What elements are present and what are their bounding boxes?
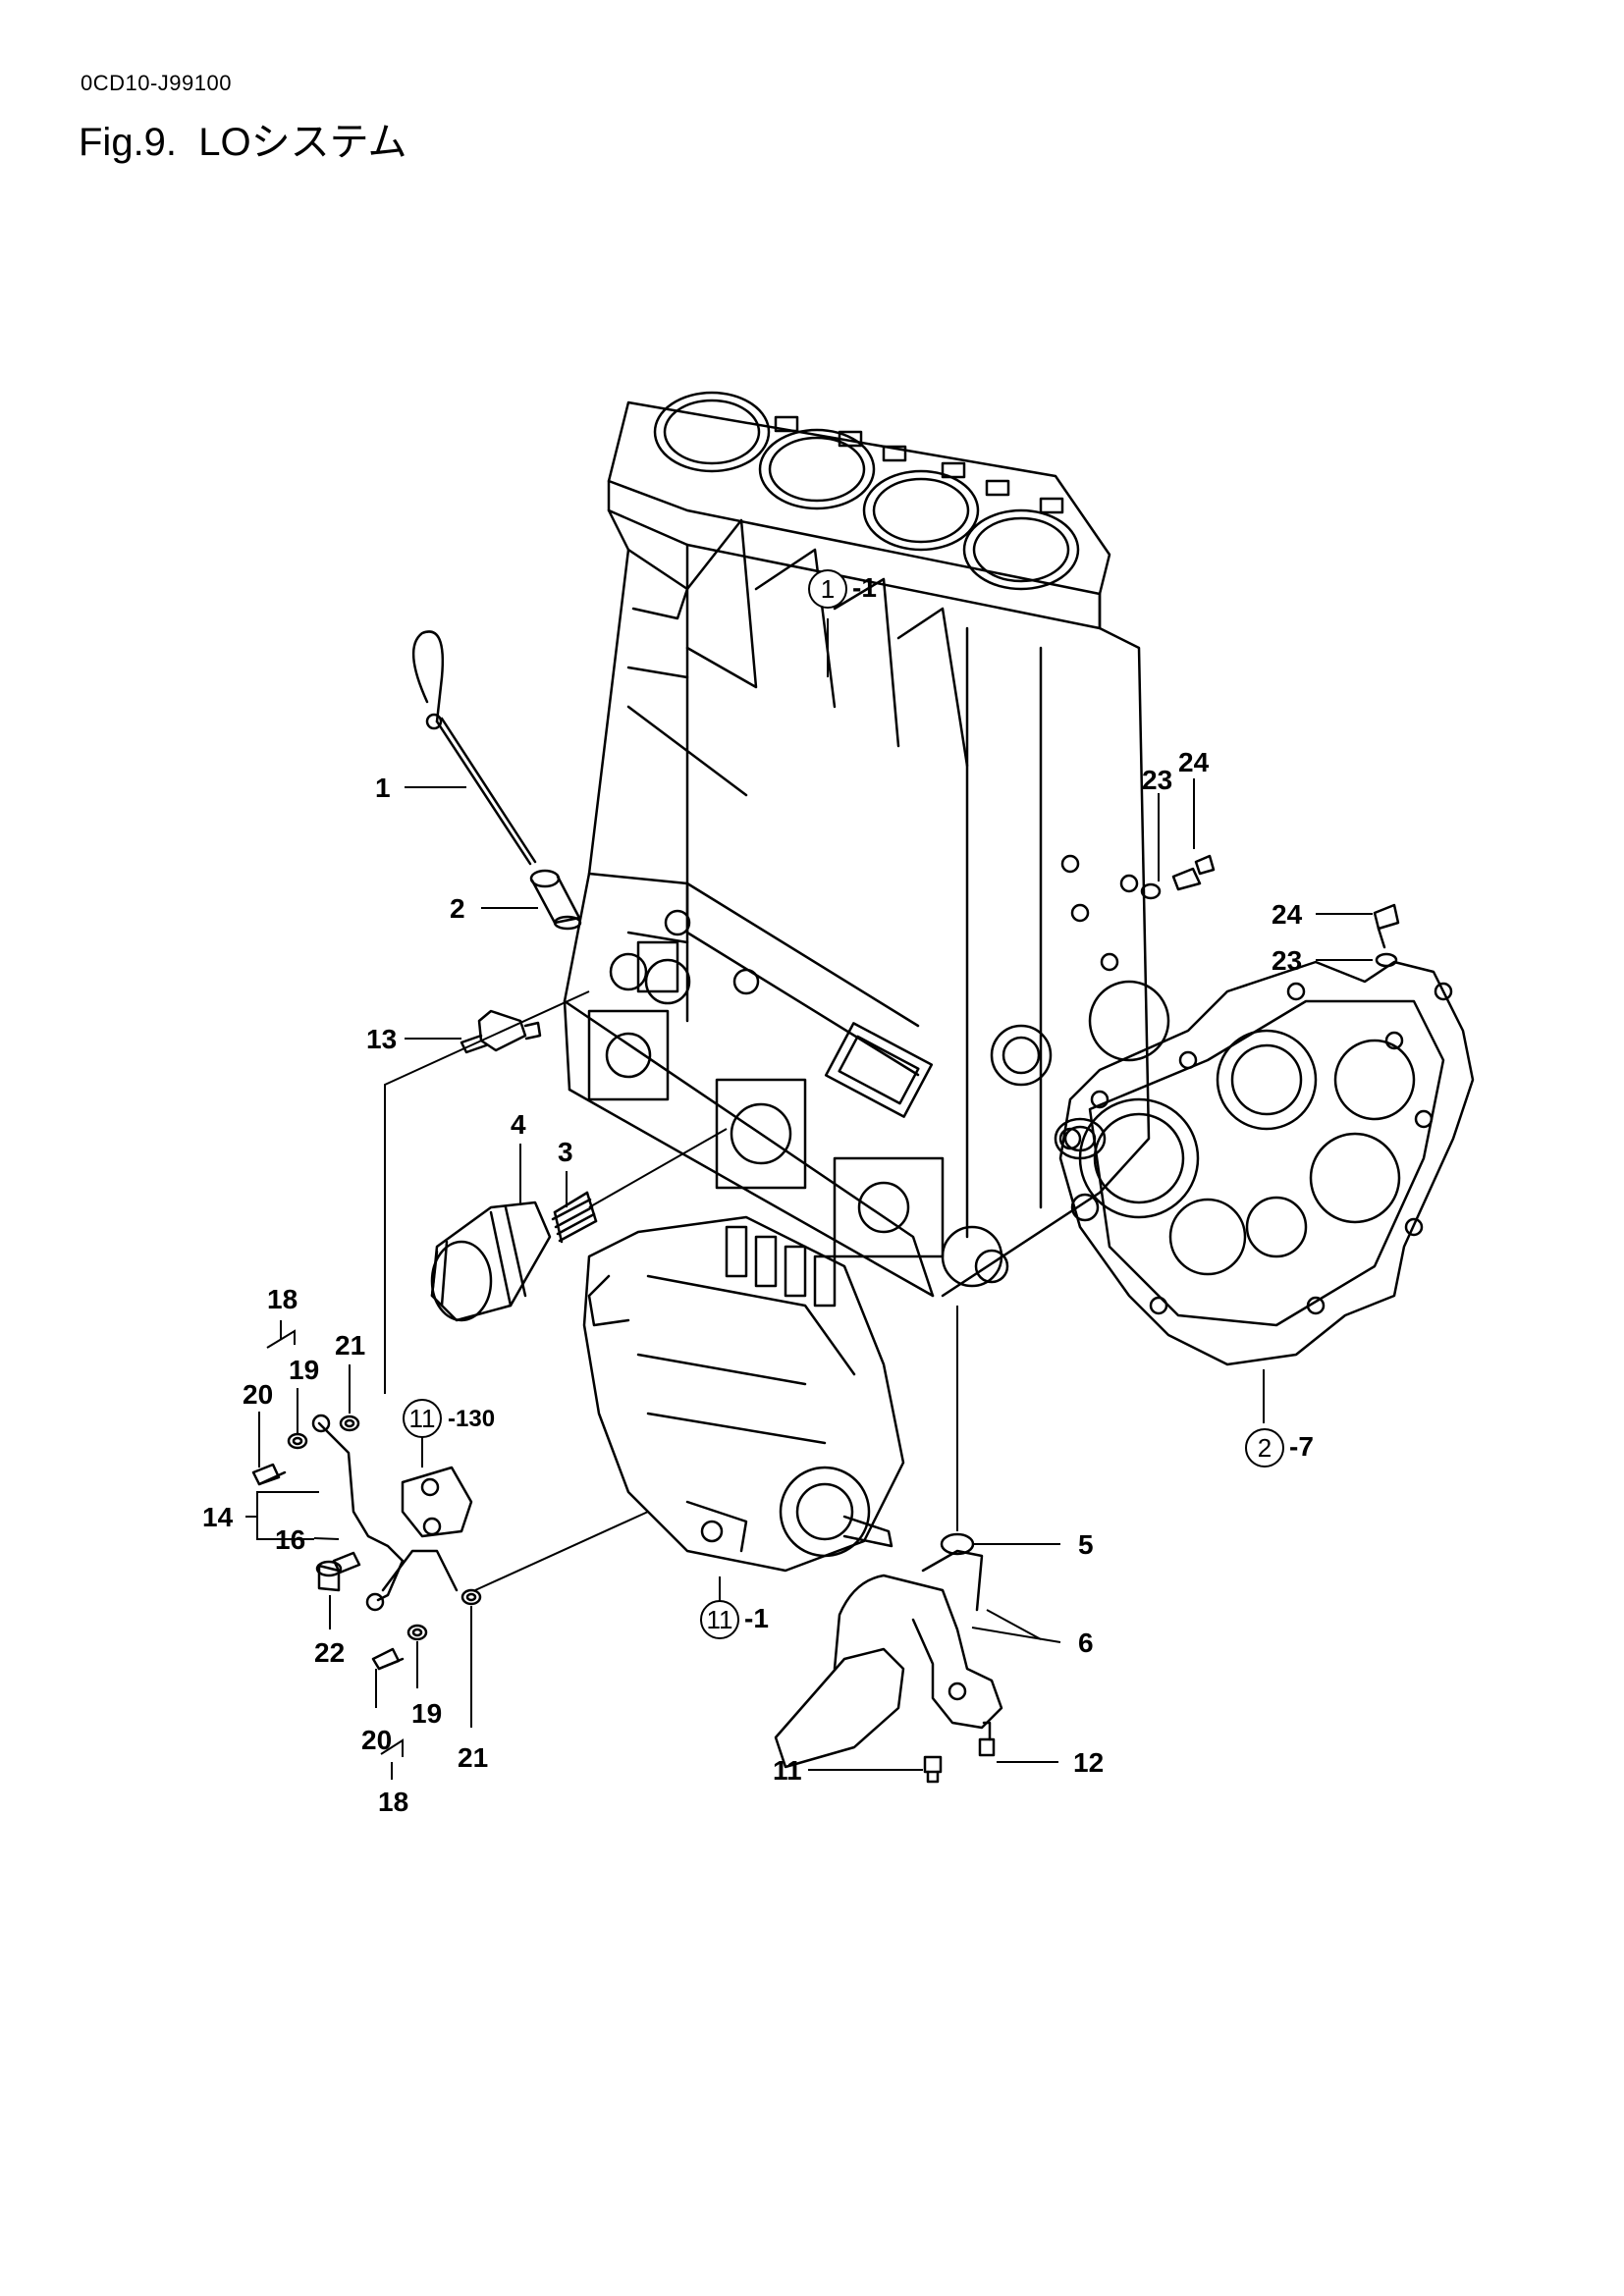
callout-19-top: 19 [289,1355,319,1385]
callout-14: 14 [202,1502,234,1532]
callout-ref-pump-suffix: -1 [744,1603,769,1633]
callout-18-bottom: 18 [378,1787,408,1817]
figure-number: Fig.9. [79,121,178,164]
figure-title: Fig.9. LOシステム [79,110,406,167]
callout-ref-block-circle: 1 [821,574,835,604]
callout-18-top: 18 [267,1284,298,1314]
gear-case-drawing [1054,960,1475,1366]
oil-pipe-drawing [311,1414,459,1612]
callout-4: 4 [511,1109,526,1140]
callout-12: 12 [1073,1747,1104,1778]
callout-ref-gear-case-suffix: -7 [1289,1431,1314,1462]
figure-title-text: LOシステム [198,121,407,164]
callout-20-top: 20 [243,1379,273,1410]
callout-5: 5 [1078,1529,1094,1560]
callout-11: 11 [773,1755,802,1786]
leader-lines [245,618,1373,1780]
callout-1: 1 [375,773,391,803]
callout-ref-bracket-suffix: -130 [448,1406,495,1432]
callout-2: 2 [450,893,465,924]
callout-23-right: 23 [1272,945,1302,976]
callout-23-upper: 23 [1142,765,1172,795]
right-fasteners-drawing [1140,854,1400,968]
dipstick-guide-drawing [529,869,582,931]
pump-bracket-drawing [401,1466,473,1538]
callout-ref-bracket-circle: 11 [409,1404,436,1433]
callout-6: 6 [1078,1628,1094,1658]
oil-filter-drawing [430,1201,552,1322]
strainer-bolts-drawing [923,1721,996,1784]
dipstick-drawing [411,630,537,866]
callout-22: 22 [314,1637,345,1668]
callout-13: 13 [366,1024,397,1054]
injection-pump-drawing [582,1215,905,1573]
callout-ref-block-suffix: -1 [852,572,877,603]
callout-3: 3 [558,1137,573,1167]
circled-reference-shapes [403,569,1284,1639]
callout-20-bottom: 20 [361,1725,392,1755]
callout-21-top: 21 [335,1330,365,1361]
cylinder-block-drawing [563,391,1170,1298]
callout-24-right: 24 [1272,899,1303,930]
callout-19-bottom: 19 [411,1698,442,1729]
callout-24-upper: 24 [1178,747,1210,777]
relief-spring-drawing [551,1191,598,1244]
callout-21-bottom: 21 [458,1742,488,1773]
callout-16: 16 [275,1524,305,1555]
oil-strainer-drawing [774,1549,1003,1769]
left-fasteners-drawing [251,1415,482,1671]
callout-ref-gear-case-circle: 2 [1258,1433,1272,1463]
callout-ref-pump-circle: 11 [707,1605,733,1634]
document-code: 0CD10-J99100 [81,71,232,95]
